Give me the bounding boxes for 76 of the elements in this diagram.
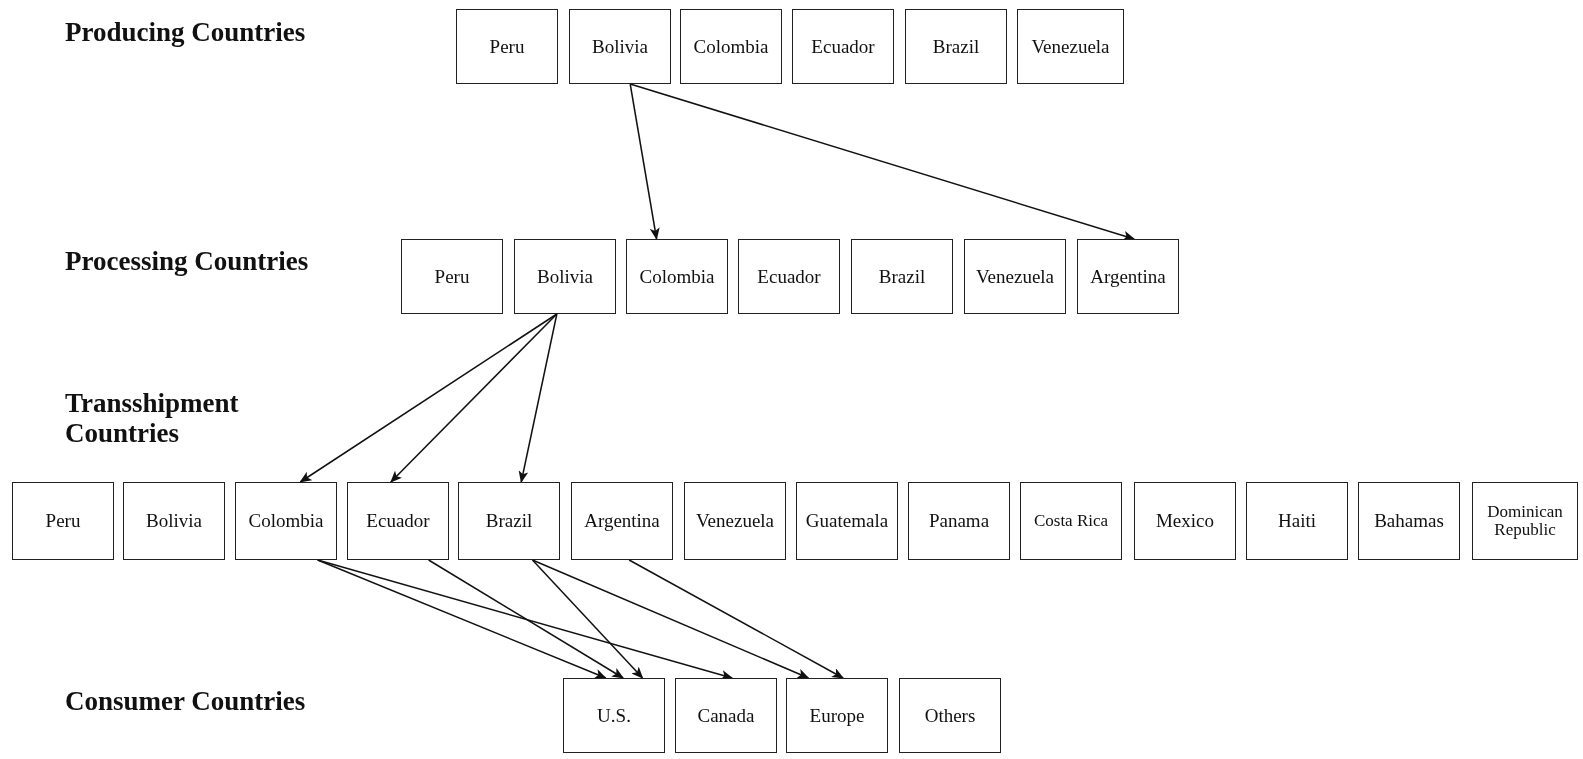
country-box (1246, 482, 1348, 560)
country-box (12, 482, 114, 560)
arrow (629, 83, 660, 240)
country-box (401, 239, 503, 314)
arrow (316, 559, 734, 680)
country-name: Colombia (248, 511, 324, 531)
country-name: Ecuador (811, 36, 875, 57)
country-name: Brazil (878, 266, 926, 287)
country-name: Venezuela (695, 511, 775, 531)
country-box (1134, 482, 1236, 560)
country-name: Colombia (639, 266, 715, 287)
country-box (908, 482, 1010, 560)
country-box (1077, 239, 1179, 314)
country-name: Ecuador (366, 511, 430, 531)
country-name: Peru (45, 511, 81, 531)
country-name: Guatemala (805, 511, 889, 531)
arrow (518, 313, 558, 483)
country-box (796, 482, 898, 560)
country-box (458, 482, 560, 560)
country-name: Panama (928, 511, 990, 531)
country-box (563, 678, 665, 753)
country-name: Bolivia (537, 266, 593, 287)
country-box (1472, 482, 1578, 560)
country-box (1017, 9, 1124, 84)
country-name: Argentina (584, 511, 660, 531)
country-name: Europe (809, 705, 865, 726)
row-heading: Producing Countries (65, 18, 307, 48)
country-name: Bahamas (1374, 511, 1444, 531)
arrow (427, 559, 625, 679)
arrow (629, 83, 1136, 241)
country-name: Peru (489, 36, 525, 57)
country-box (899, 678, 1001, 753)
country-box (571, 482, 673, 560)
country-name: Dominican Republic (1486, 503, 1564, 539)
row-heading: Consumer Countries (65, 687, 307, 717)
row-heading: Transshipment Countries (65, 389, 240, 449)
country-box (514, 239, 616, 314)
country-name: Mexico (1155, 511, 1214, 531)
country-box (1358, 482, 1460, 560)
country-name: Others (924, 705, 976, 726)
country-name: Brazil (932, 36, 980, 57)
country-box (569, 9, 671, 84)
country-name: Costa Rica (1033, 512, 1109, 530)
country-box (456, 9, 558, 84)
country-box (347, 482, 449, 560)
country-name: Brazil (485, 511, 533, 531)
arrow (316, 559, 607, 679)
country-box (684, 482, 786, 560)
country-box (680, 9, 782, 84)
country-box (786, 678, 888, 753)
country-box (235, 482, 337, 560)
country-name: Argentina (1090, 266, 1166, 287)
country-name: Bolivia (146, 511, 202, 531)
country-box (905, 9, 1007, 84)
country-name: Venezuela (975, 266, 1055, 287)
arrow (628, 559, 844, 679)
country-box (738, 239, 840, 314)
country-name: Colombia (693, 36, 769, 57)
country-box (675, 678, 777, 753)
country-box (964, 239, 1066, 314)
country-name: Canada (697, 705, 755, 726)
row-heading: Processing Countries (65, 247, 310, 277)
country-name: Venezuela (1031, 36, 1110, 57)
country-box (1020, 482, 1122, 560)
arrow (531, 559, 644, 679)
country-name: Peru (434, 266, 470, 287)
arrow (390, 313, 558, 483)
country-box (626, 239, 728, 314)
country-name: Ecuador (757, 266, 821, 287)
country-name: U.S. (597, 705, 631, 726)
country-box (851, 239, 953, 314)
country-box (792, 9, 894, 84)
arrow (531, 559, 810, 679)
country-name: Bolivia (592, 36, 648, 57)
country-box (123, 482, 225, 560)
country-name: Haiti (1278, 511, 1316, 531)
